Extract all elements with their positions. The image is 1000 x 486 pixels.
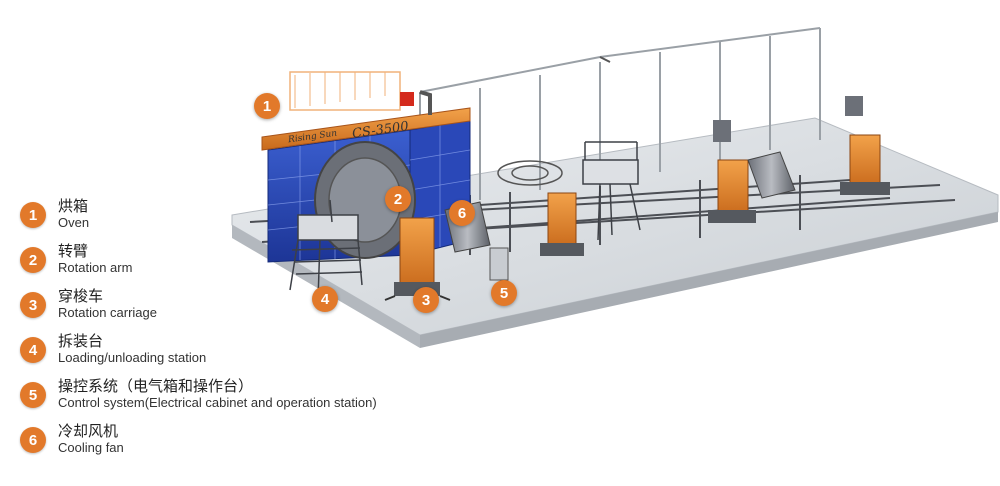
legend-number-badge: 6 — [20, 427, 46, 453]
callout-4: 4 — [312, 286, 338, 312]
legend-number-badge: 1 — [20, 202, 46, 228]
legend-label-cn: 拆装台 — [58, 332, 104, 350]
legend-item-oven: 1 烘箱 Oven — [20, 197, 460, 241]
legend-label-en: Oven — [58, 215, 90, 231]
loading-station-frame — [289, 199, 363, 301]
legend-label-en: Cooling fan — [58, 440, 124, 456]
legend-item-rotation-arm: 2 转臂 Rotation arm — [20, 242, 460, 286]
control-cabinet — [489, 247, 509, 281]
callout-1: 1 — [254, 93, 280, 119]
legend-number-badge: 4 — [20, 337, 46, 363]
legend-label-cn: 操控系统（电气箱和操作台） — [58, 377, 254, 395]
callout-5: 5 — [491, 280, 517, 306]
service-platform — [582, 141, 641, 241]
legend-item-loading-station: 4 拆装台 Loading/unloading station — [20, 332, 460, 376]
callout-3: 3 — [413, 287, 439, 313]
legend-item-cooling-fan: 6 冷却风机 Cooling fan — [20, 422, 460, 466]
legend-label-en: Control system(Electrical cabinet and op… — [58, 395, 377, 411]
legend-label-en: Rotation arm — [58, 260, 133, 276]
turntable — [497, 160, 563, 186]
legend-label-en: Rotation carriage — [58, 305, 157, 321]
legend-item-control-system: 5 操控系统（电气箱和操作台） Control system(Electrica… — [20, 377, 460, 421]
legend-label-cn: 转臂 — [58, 242, 89, 260]
legend-number-badge: 3 — [20, 292, 46, 318]
callout-2: 2 — [385, 186, 411, 212]
legend-number-badge: 2 — [20, 247, 46, 273]
legend-label-cn: 烘箱 — [58, 197, 89, 215]
legend-number-badge: 5 — [20, 382, 46, 408]
overhead-pipe-frame — [419, 27, 821, 200]
callout-6: 6 — [449, 200, 475, 226]
component-legend: 1 烘箱 Oven 2 转臂 Rotation arm 3 穿梭车 Rotati… — [20, 197, 460, 468]
legend-label-cn: 穿梭车 — [58, 287, 104, 305]
legend-item-rotation-carriage: 3 穿梭车 Rotation carriage — [20, 287, 460, 331]
legend-label-en: Loading/unloading station — [58, 350, 207, 366]
rotation-arm-units — [384, 96, 890, 301]
legend-label-cn: 冷却风机 — [58, 422, 119, 440]
